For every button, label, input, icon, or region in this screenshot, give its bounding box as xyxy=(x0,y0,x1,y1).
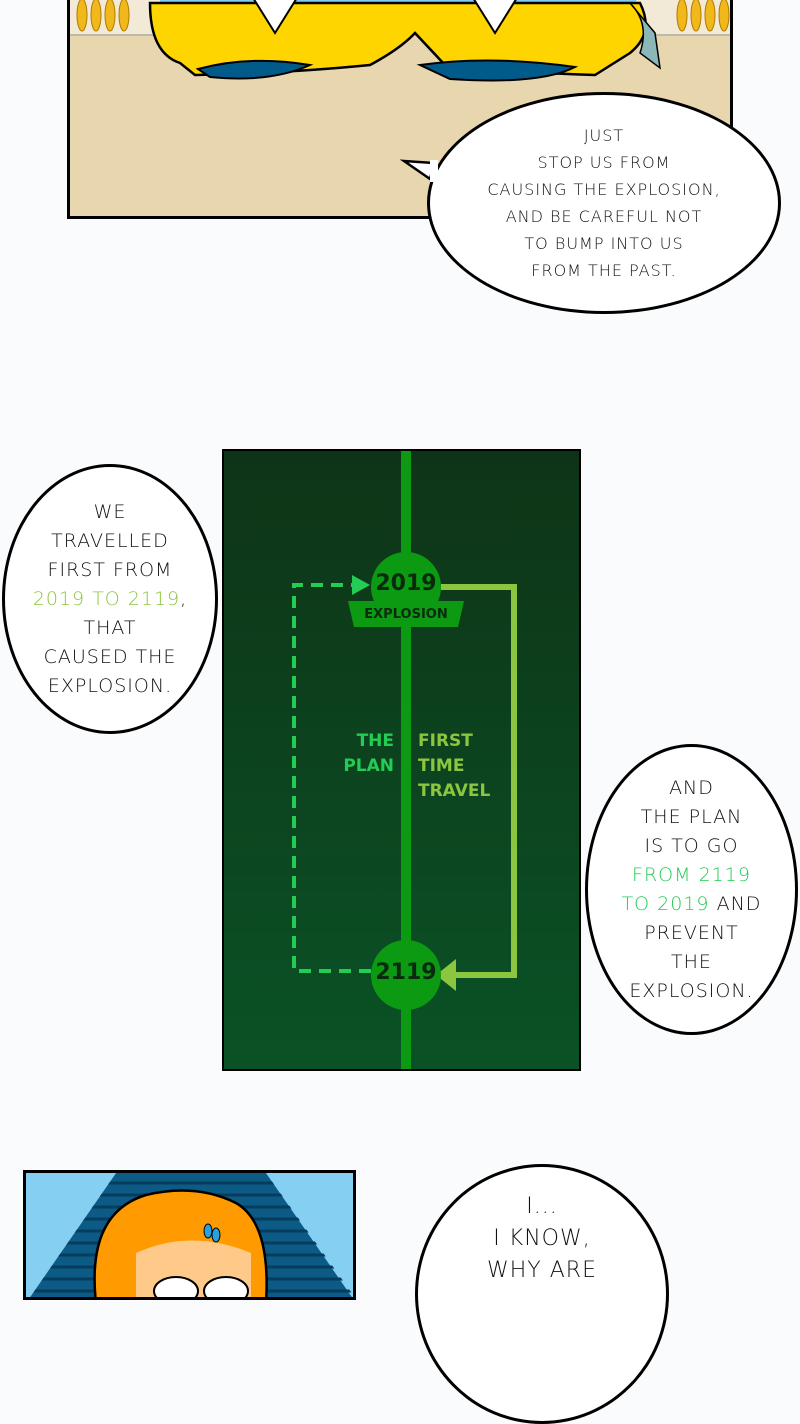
bubble-line: THE xyxy=(671,950,712,973)
timeline-svg xyxy=(292,451,517,1069)
bubble-line: FROM THE PAST. xyxy=(531,261,677,280)
circle-2119 xyxy=(371,940,441,1010)
timeline-line xyxy=(401,451,411,1069)
bubble-line: EXPLOSION. xyxy=(629,979,754,1002)
bubble-line: TO BUMP INTO US xyxy=(524,234,684,253)
speech-bubble-bottom: I... I KNOW, WHY ARE xyxy=(415,1164,669,1424)
bubble-line: CAUSING THE EXPLOSION, xyxy=(487,180,721,199)
bubble-line: TRAVELLED xyxy=(51,529,169,552)
bubble-line: WE xyxy=(93,500,127,523)
speech-bubble-left: WE TRAVELLED FIRST FROM 2019 TO 2119, TH… xyxy=(2,464,218,734)
bubble-line: I KNOW, xyxy=(493,1226,591,1251)
bubble-line: STOP US FROM xyxy=(537,153,671,172)
label-line: PLAN xyxy=(343,756,394,776)
bubble-line: AND BE CAREFUL NOT xyxy=(505,207,703,226)
panel-art-bottom xyxy=(26,1173,353,1297)
speech-bubble-right: AND THE PLAN IS TO GO FROM 2119 TO 2019 … xyxy=(585,744,798,1035)
bubble-line: 2019 TO 2119, xyxy=(33,585,187,614)
bubble-line: TO 2019 AND xyxy=(622,890,762,919)
plan-label: THE PLAN xyxy=(324,729,394,779)
timeline-diagram: 2019 EXPLOSION 2119 THE PLAN FIRST TIME … xyxy=(222,449,581,1071)
label-line: TRAVEL xyxy=(418,781,491,801)
bubble-line: WHY ARE xyxy=(487,1258,597,1283)
bubble-text: AND xyxy=(709,892,762,915)
bubble-line: THAT xyxy=(83,616,137,639)
plan-arrow xyxy=(352,575,370,595)
panel-art-top xyxy=(70,0,730,82)
bubble-line: AND xyxy=(669,776,714,799)
year-2019: 2019 xyxy=(375,571,437,596)
highlight-text: TO 2019 xyxy=(621,892,710,915)
label-line: TIME xyxy=(418,756,465,776)
bubble-line: EXPLOSION. xyxy=(47,674,173,697)
bubble-line: CAUSED THE xyxy=(43,645,177,668)
bubble-line: JUST xyxy=(583,126,625,145)
bubble-line: PREVENT xyxy=(644,921,739,944)
explosion-banner xyxy=(348,601,464,627)
bubble-line: FIRST FROM xyxy=(47,558,173,581)
first-travel-path xyxy=(441,584,517,978)
label-line: THE xyxy=(356,731,394,751)
year-2119: 2119 xyxy=(375,960,437,985)
bubble-tail xyxy=(400,159,438,182)
comic-panel-bottom xyxy=(23,1170,356,1300)
plan-path xyxy=(292,583,371,973)
label-line: FIRST xyxy=(418,731,473,751)
first-time-travel-label: FIRST TIME TRAVEL xyxy=(418,729,518,804)
bubble-line: THE PLAN xyxy=(640,805,743,828)
highlight-text: FROM 2119 xyxy=(632,863,751,886)
speech-bubble-top: JUST STOP US FROM CAUSING THE EXPLOSION,… xyxy=(427,92,781,314)
punctuation: , xyxy=(180,587,188,610)
bubble-line: I... xyxy=(526,1194,558,1219)
bubble-line: IS TO GO xyxy=(644,834,739,857)
highlight-text: 2019 TO 2119 xyxy=(32,587,181,610)
explosion-caption: EXPLOSION xyxy=(364,607,448,622)
first-travel-arrow xyxy=(436,959,456,991)
